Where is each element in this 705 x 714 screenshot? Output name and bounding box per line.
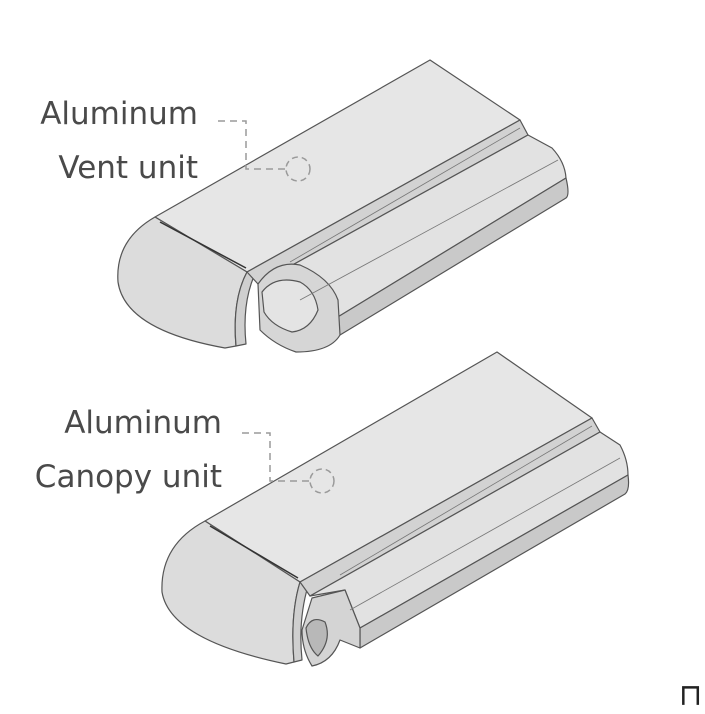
canopy-unit-name-label: Canopy unit <box>34 459 222 495</box>
vent-unit-name-label: Vent unit <box>58 150 198 186</box>
vent-unit-material-label: Aluminum <box>40 96 198 132</box>
canopy-unit-leader <box>242 432 335 494</box>
vent-unit-clip-inner <box>261 279 319 333</box>
canopy-unit-material-label: Aluminum <box>64 405 222 441</box>
canopy-unit-side-face <box>359 474 630 649</box>
vent-unit-profile <box>117 59 569 353</box>
vent-unit-leader <box>218 120 311 182</box>
canopy-unit-hook-inner <box>305 618 328 657</box>
vent-unit-side-face <box>299 177 569 341</box>
canopy-unit-profile <box>161 351 630 667</box>
corner-mark: ⊓ <box>679 678 703 713</box>
